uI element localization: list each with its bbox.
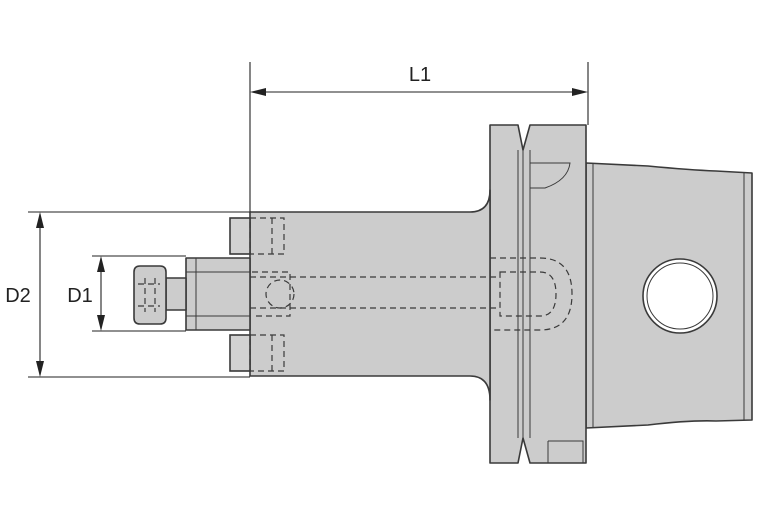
tool-holder-body bbox=[133, 124, 753, 464]
cross-hole-inner bbox=[646, 262, 714, 330]
clamp-block-top bbox=[229, 217, 251, 255]
cross-hole bbox=[642, 258, 718, 334]
d1-arrow-bottom bbox=[97, 315, 105, 331]
d2-label: D2 bbox=[5, 285, 31, 307]
drive-slot-top-edges bbox=[517, 163, 524, 188]
d1-arrow-top bbox=[97, 256, 105, 272]
flange bbox=[489, 124, 587, 464]
drive-slot-top bbox=[530, 162, 571, 189]
d2-arrow-top bbox=[36, 212, 44, 228]
clamp-screw-top-hidden bbox=[249, 217, 285, 255]
drive-slot-bottom bbox=[547, 440, 584, 463]
draw-bolt-hidden bbox=[490, 257, 573, 331]
dimension-annotations: L1 D2 D1 bbox=[5, 62, 589, 378]
arbor-pilot bbox=[185, 257, 251, 331]
l1-label: L1 bbox=[409, 64, 431, 86]
draw-bolt-inner-hidden bbox=[499, 271, 557, 317]
screw-neck bbox=[165, 277, 187, 311]
bore-counterbore-hidden bbox=[252, 271, 291, 317]
l1-arrow-right bbox=[572, 88, 588, 96]
clamp-block-bottom bbox=[229, 334, 251, 372]
clamp-screw-bottom-hidden bbox=[249, 334, 285, 372]
l1-arrow-left bbox=[250, 88, 266, 96]
screw-head bbox=[133, 265, 167, 325]
d1-label: D1 bbox=[67, 285, 93, 307]
d2-arrow-bottom bbox=[36, 361, 44, 377]
bore-ball-hidden bbox=[265, 279, 295, 309]
adapter-body bbox=[249, 189, 491, 401]
